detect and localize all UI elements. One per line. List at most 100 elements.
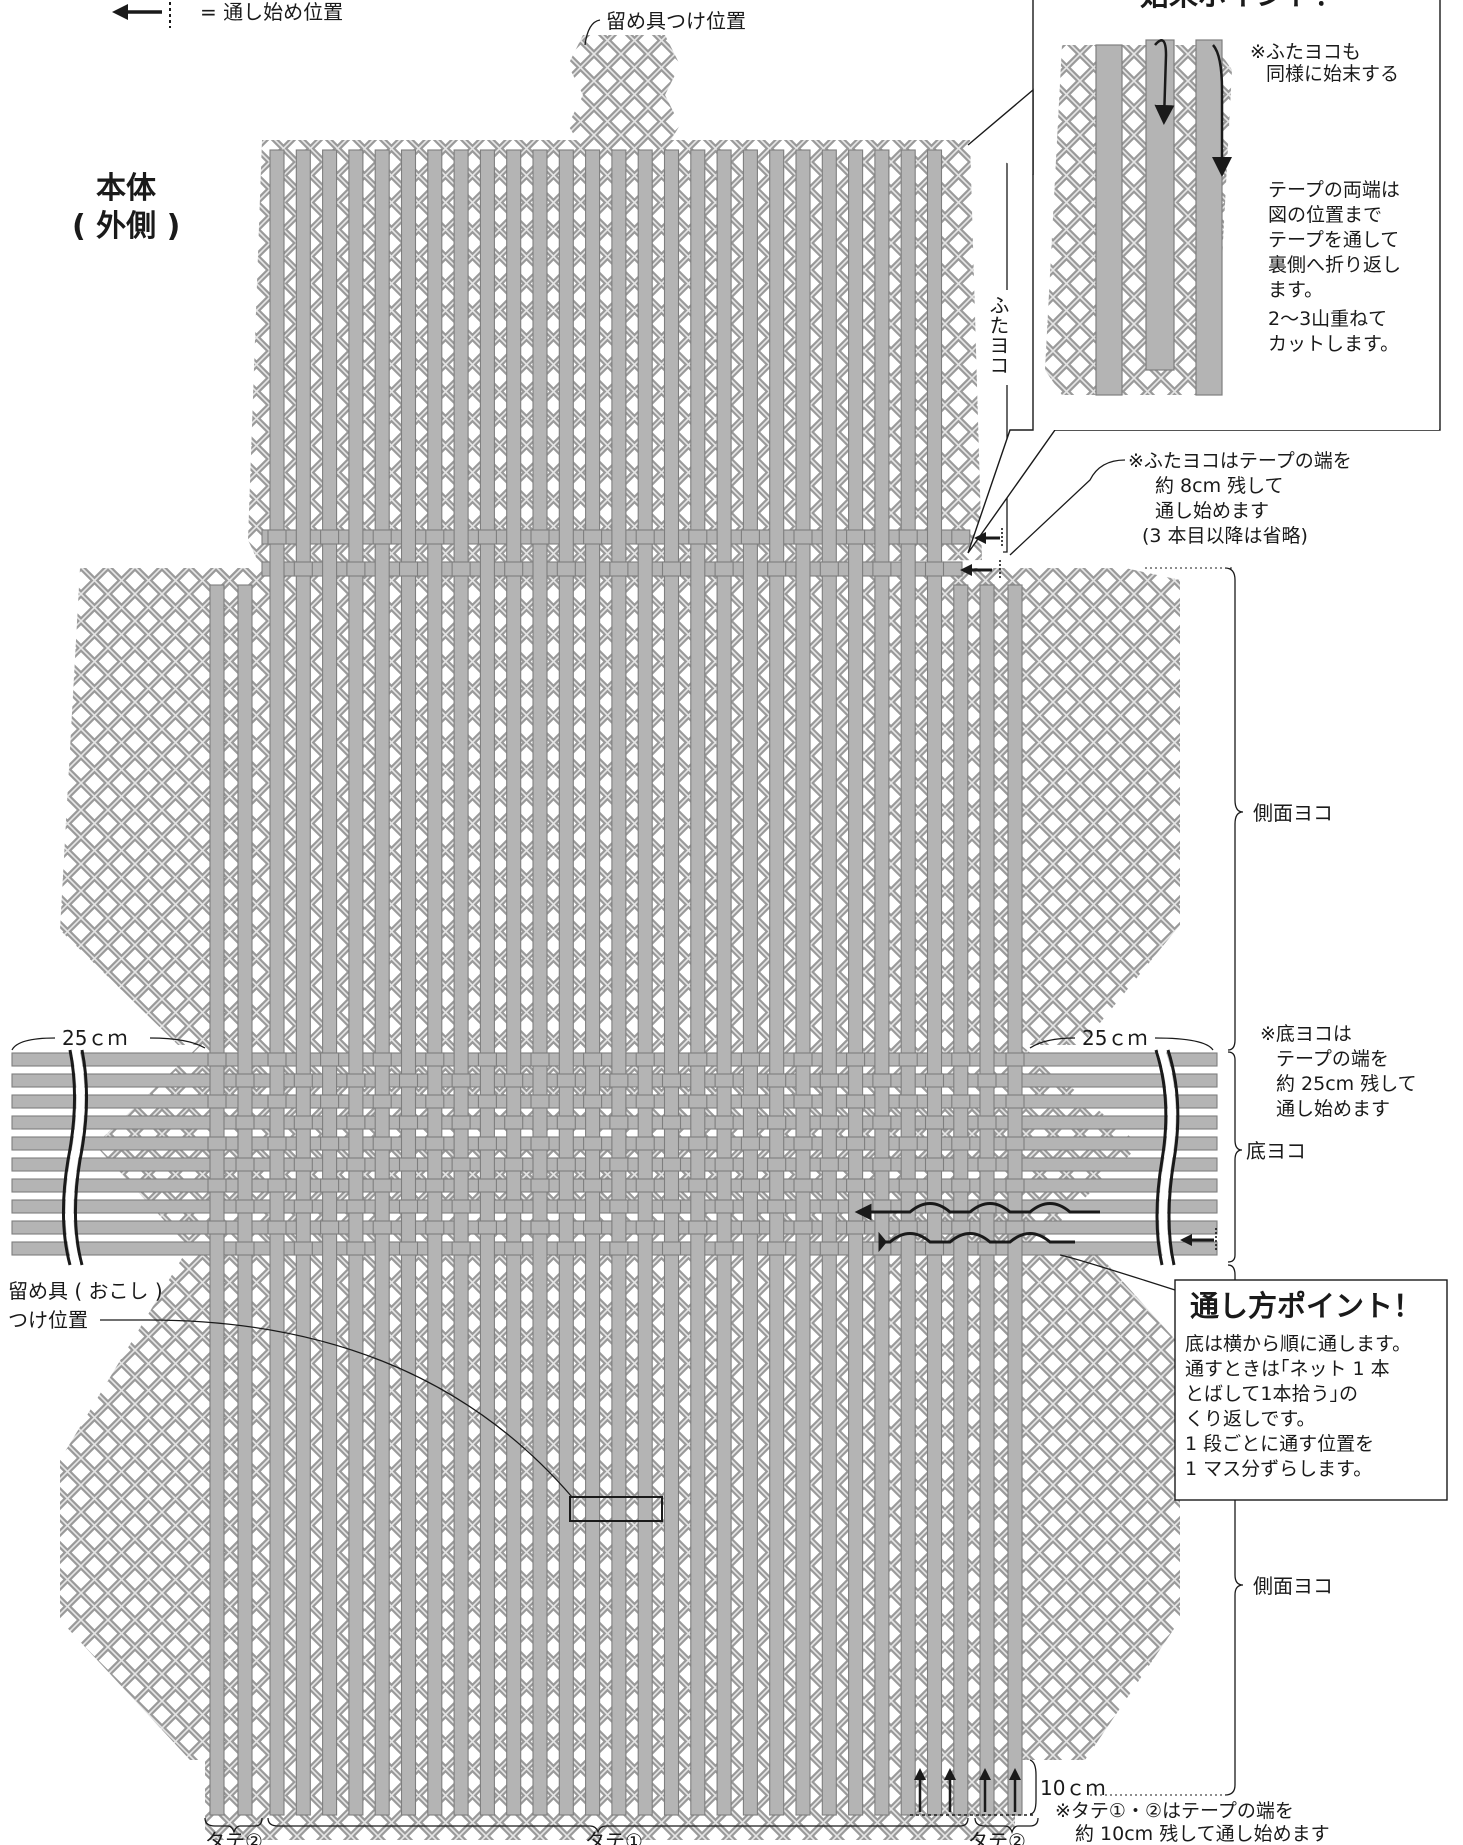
tate1-tape	[585, 149, 601, 1816]
weave-overlap	[504, 1115, 524, 1130]
weave-overlap	[767, 561, 787, 577]
weave-overlap	[819, 1073, 839, 1088]
weave-overlap	[688, 1052, 708, 1067]
weave-overlap	[819, 561, 839, 577]
finish-body-7: カットします。	[1268, 333, 1399, 355]
tate1-tape	[637, 149, 653, 1816]
finish-sub-2: 同様に始末する	[1266, 63, 1399, 85]
weave-overlap	[951, 1094, 971, 1109]
weave-overlap	[425, 1136, 445, 1151]
weave-overlap	[793, 1220, 813, 1235]
weave-overlap	[609, 1115, 629, 1130]
weave-overlap	[556, 1073, 576, 1088]
weave-overlap	[688, 529, 708, 545]
tate2-tape-right	[1007, 584, 1023, 1816]
finish-tape-3	[1195, 39, 1223, 396]
tate1-tape	[690, 149, 706, 1816]
bottom-note-3: 約 25cm 残して	[1276, 1073, 1417, 1095]
weave-overlap	[740, 1052, 760, 1067]
weave-overlap	[740, 1094, 760, 1109]
tate1-tape	[848, 149, 864, 1816]
tate1-tape	[900, 149, 916, 1816]
weave-overlap	[320, 1136, 340, 1151]
upper-right-net	[985, 568, 1180, 1045]
weave-overlap	[767, 1241, 787, 1256]
weave-overlap	[372, 1136, 392, 1151]
weave-overlap	[609, 1157, 629, 1172]
futa-note-4: (3 本目以降は省略)	[1142, 525, 1308, 547]
weave-overlap	[924, 1241, 945, 1256]
weave-overlap	[504, 1157, 524, 1172]
weave-overlap	[346, 561, 366, 577]
weave-overlap	[398, 1115, 419, 1130]
weave-overlap	[398, 1241, 419, 1256]
tate1-tape	[742, 149, 758, 1816]
weave-overlap	[504, 1241, 524, 1256]
weave-overlap	[609, 1241, 629, 1256]
clasp-leader-line	[584, 19, 601, 46]
weave-overlap	[819, 1157, 839, 1172]
weave-overlap	[556, 1241, 576, 1256]
finish-body-5: ます。	[1268, 279, 1323, 301]
weave-overlap	[924, 1115, 945, 1130]
weave-overlap	[372, 1220, 392, 1235]
futa-start-note: ※ふたヨコはテープの端を 約 8cm 残して 通し始めます (3 本目以降は省略…	[1009, 450, 1352, 556]
weave-overlap	[398, 561, 419, 577]
weave-overlap	[346, 1157, 366, 1172]
tate1-tape	[558, 149, 574, 1816]
weave-body-6: 1 マス分ずらします。	[1185, 1458, 1372, 1480]
weave-overlap	[767, 1073, 787, 1088]
weave-overlap	[688, 1094, 708, 1109]
weave-overlap	[293, 561, 313, 577]
weave-overlap	[477, 1136, 497, 1151]
weave-overlap	[767, 1199, 787, 1214]
weave-body-2: 通すときは｢ネット 1 本	[1185, 1358, 1390, 1380]
weave-overlap	[898, 1178, 918, 1193]
weave-overlap	[346, 1115, 366, 1130]
weave-overlap	[477, 1094, 497, 1109]
weave-overlap	[872, 1073, 892, 1088]
weave-overlap	[207, 1136, 227, 1151]
weave-overlap	[635, 529, 655, 545]
tate1-tape	[663, 149, 680, 1816]
weave-overlap	[951, 1136, 971, 1151]
finish-sub-1: ※ふたヨコも	[1250, 41, 1361, 63]
weave-overlap	[425, 529, 445, 545]
weave-overlap	[477, 529, 497, 545]
weave-overlap	[267, 529, 287, 545]
weave-overlap	[714, 1241, 734, 1256]
left-25cm-dimension: 25ｃｍ	[11, 1026, 206, 1266]
weave-overlap	[556, 1157, 576, 1172]
weave-body-5: 1 段ごとに通す位置を	[1185, 1433, 1374, 1455]
weave-overlap	[714, 1073, 734, 1088]
weave-overlap	[661, 561, 682, 577]
futa-yoko-label: ふたヨコ	[986, 295, 1010, 375]
weave-overlap	[477, 1178, 497, 1193]
weave-overlap	[767, 1115, 787, 1130]
weave-overlap	[267, 1136, 287, 1151]
weave-point-callout: 通し方ポイント！ 底は横から順に通します。 通すときは｢ネット 1 本 とばして…	[1059, 1254, 1448, 1501]
weave-overlap	[425, 1052, 445, 1067]
tate1-tape	[874, 149, 890, 1816]
weave-overlap	[504, 1073, 524, 1088]
finish-point-callout: 始末ポイント！ ※ふたヨコも 同様に始末する テープの両端は 図の位置まで テー…	[967, 0, 1441, 554]
weave-overlap	[504, 1199, 524, 1214]
weave-overlap	[819, 1115, 839, 1130]
tate2-tape-left	[209, 584, 225, 1816]
tate1-tape	[295, 149, 311, 1816]
weave-overlap	[793, 1094, 813, 1109]
weave-overlap	[556, 1115, 576, 1130]
weave-overlap	[530, 1052, 550, 1067]
tate1-tape	[716, 149, 732, 1816]
finish-body-1: テープの両端は	[1268, 179, 1400, 201]
weave-overlap	[819, 1199, 839, 1214]
weave-overlap	[477, 1220, 497, 1235]
weave-overlap	[846, 529, 866, 545]
okoshi-label-2: つけ位置	[8, 1308, 88, 1332]
weave-overlap	[793, 529, 813, 545]
weave-point-title: 通し方ポイント！	[1190, 1289, 1422, 1323]
tate1-tape	[506, 149, 522, 1816]
weave-overlap	[872, 561, 892, 577]
futa-note-3: 通し始めます	[1155, 500, 1269, 522]
weave-overlap	[346, 1199, 366, 1214]
